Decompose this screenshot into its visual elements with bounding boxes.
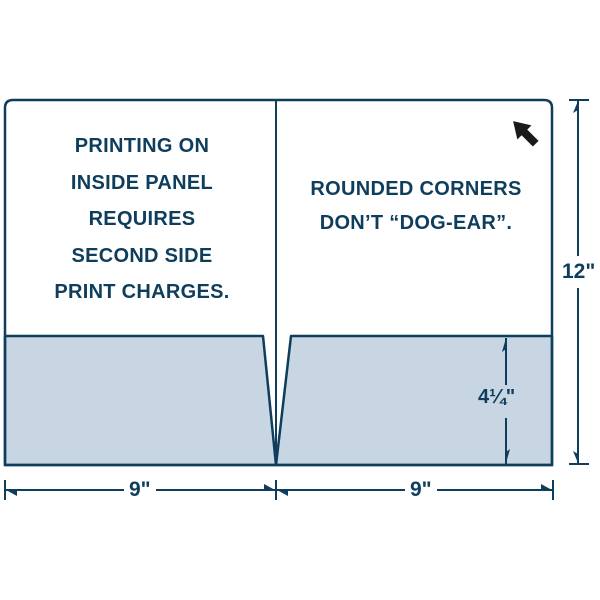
note-line: REQUIRES [88,208,196,230]
note-line: DON’T “DOG-EAR”. [319,212,513,234]
arrow-up-right-icon [513,121,539,147]
height-label: 12" [562,256,595,288]
inside-panel-print-note: PRINTING ON INSIDE PANEL REQUIRES SECOND… [10,128,274,311]
rounded-corners-note: ROUNDED CORNERS DON’T “DOG-EAR”. [282,172,550,240]
left-pocket [3,334,278,467]
note-line: SECOND SIDE [71,244,213,267]
note-line: PRINT CHARGES. [54,281,230,303]
note-line: PRINTING ON [74,135,210,157]
pocket-height-dimension [502,338,510,464]
folder-outline [3,98,554,467]
right-width-label: 9" [405,478,437,502]
left-width-label: 9" [124,478,156,502]
note-line: ROUNDED CORNERS [310,178,522,200]
note-line: INSIDE PANEL [70,171,214,194]
pocket-height-label: 4¼" [478,386,516,408]
width-dimension [4,480,554,500]
